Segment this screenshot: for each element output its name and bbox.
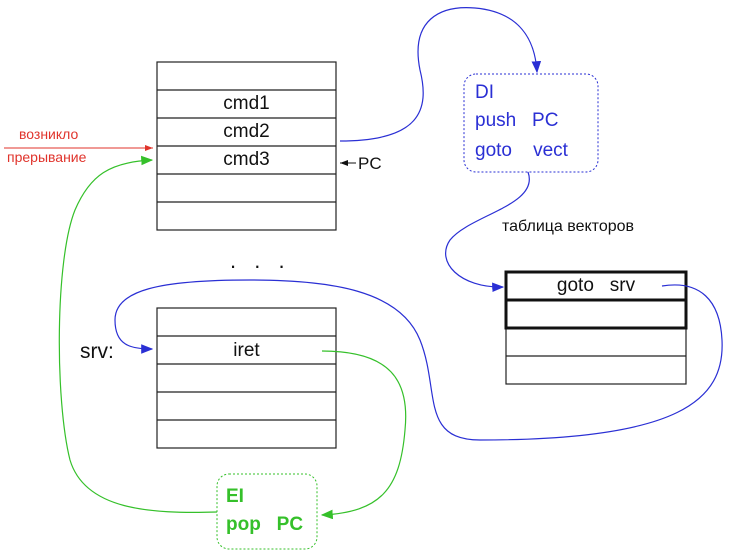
to-return-box-arrow [320,350,407,520]
cell-cmd2: cmd2 [223,121,270,142]
main-program-table [156,61,337,231]
return-line-pop: pop PC [226,514,304,535]
interrupt-label-line1: возникло [19,126,79,142]
vector-table-title: таблица векторов [502,218,635,235]
ellipsis: . . . [230,248,291,273]
cell-iret: iret [233,340,260,361]
cell-goto-srv: goto srv [556,275,636,296]
to-handler-arrow [114,279,723,441]
cell-cmd1: cmd1 [223,93,270,114]
srv-label: srv: [80,340,114,363]
resume-arrow [58,155,218,513]
interrupt-entry-box [463,73,599,173]
return-line-ei: EI [226,486,244,507]
pc-label: PC [358,154,382,173]
entry-line-goto: goto vect [475,140,568,161]
return-box [216,473,318,550]
interrupt-label-line2: прерывание [7,149,87,165]
entry-line-di: DI [475,82,494,103]
to-interrupt-entry-arrow [339,7,542,142]
to-vector-table-arrow [445,171,530,293]
entry-line-push: push PC [475,110,559,131]
handler-table [156,307,337,449]
cell-cmd3: cmd3 [223,149,270,170]
